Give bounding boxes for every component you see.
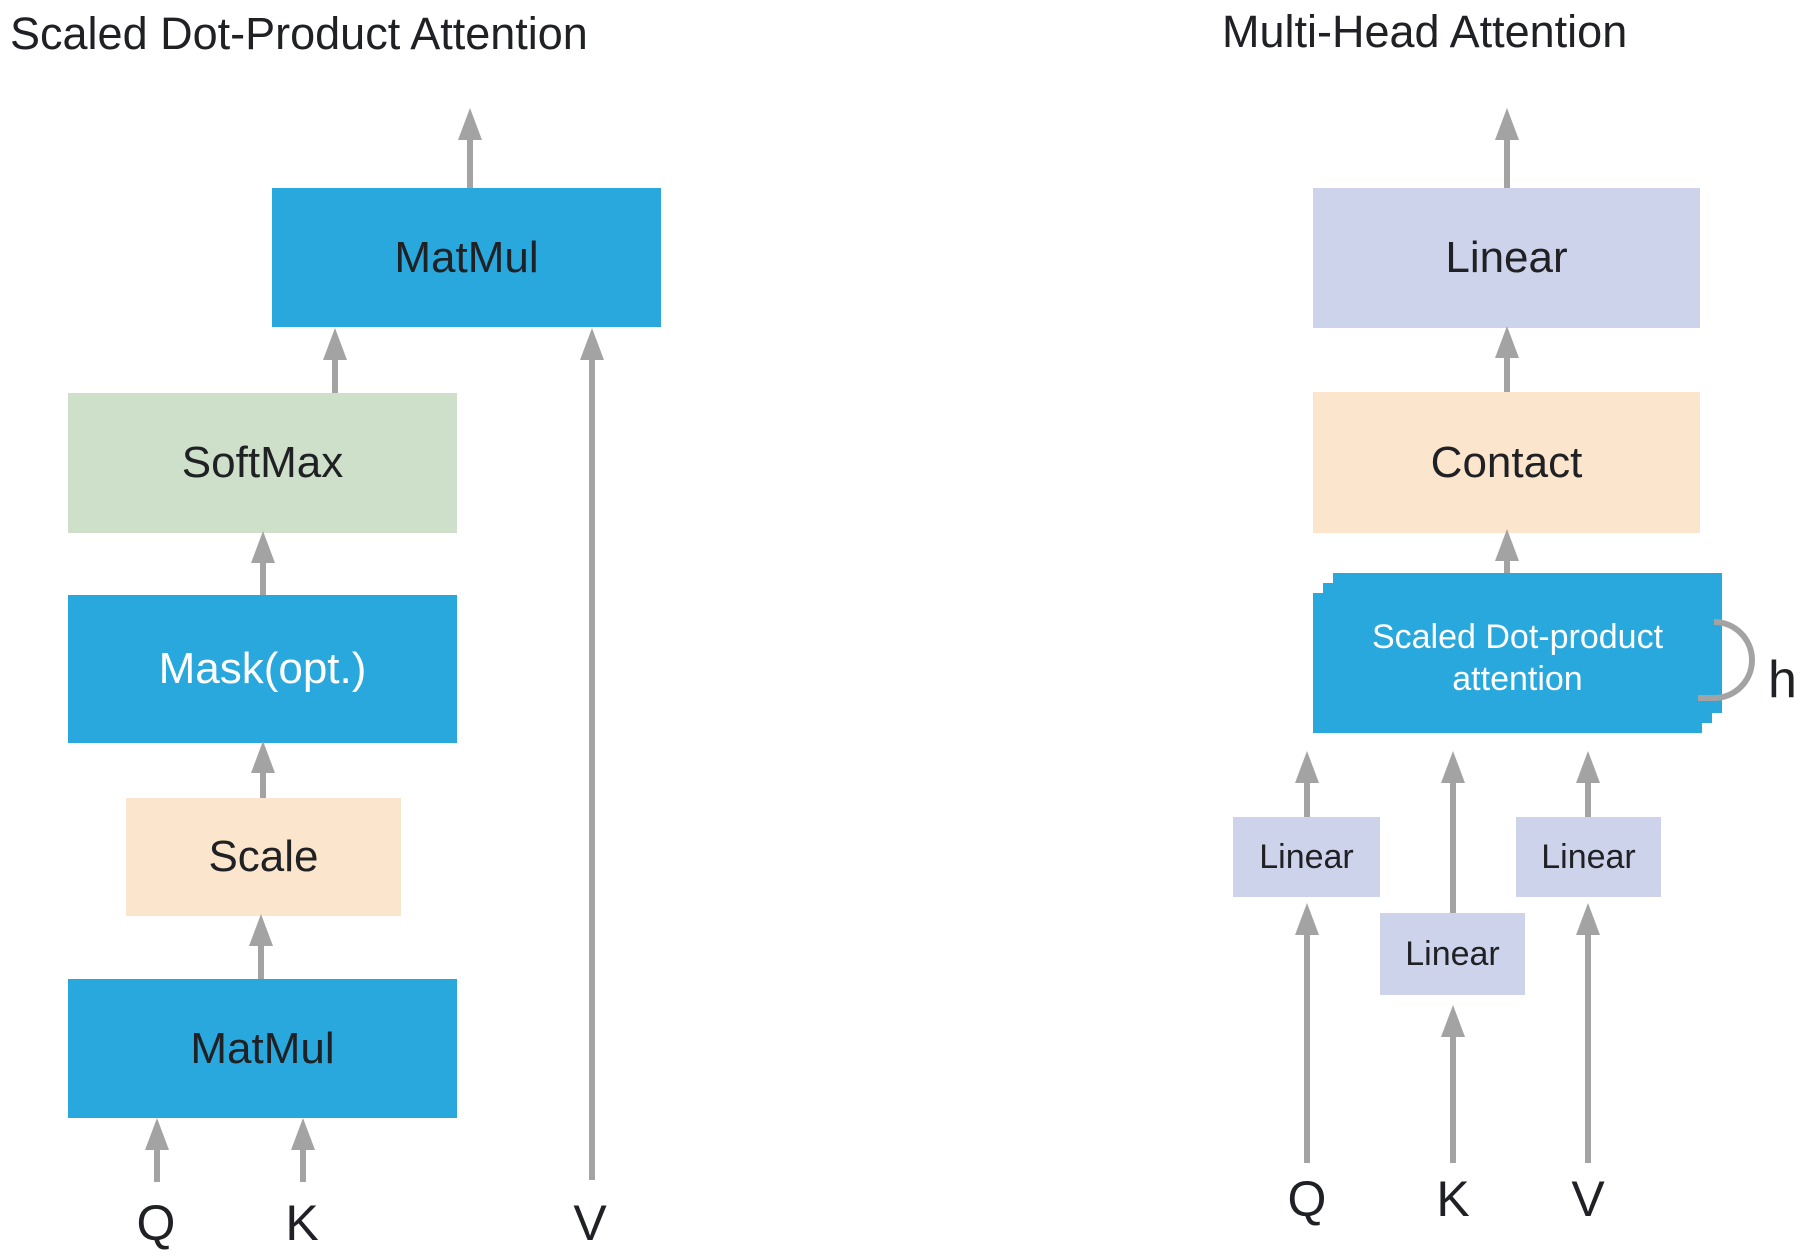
node-softmax: SoftMax bbox=[68, 393, 457, 533]
node-scale: Scale bbox=[126, 798, 401, 916]
mask-to-softmax-arrow-icon bbox=[249, 531, 277, 595]
right-k-input-arrow-icon bbox=[1439, 1005, 1467, 1163]
attention-label-line1: Scaled Dot-product bbox=[1371, 617, 1664, 656]
node-linear-k: Linear bbox=[1380, 913, 1525, 995]
node-matmul-top: MatMul bbox=[272, 188, 661, 327]
node-concat: Contact bbox=[1313, 392, 1700, 533]
right-input-label-k: K bbox=[1436, 1171, 1470, 1227]
node-mask: Mask(opt.) bbox=[68, 595, 457, 743]
right-v-input-arrow-icon bbox=[1574, 903, 1602, 1163]
q-input-arrow-icon bbox=[143, 1118, 171, 1182]
right-input-label-v: V bbox=[1571, 1171, 1605, 1227]
linear-v-to-attention-arrow-icon bbox=[1574, 751, 1602, 817]
left-input-label-v: V bbox=[573, 1195, 607, 1251]
v-input-arrow-icon bbox=[578, 328, 606, 1180]
right-diagram-title: Multi-Head Attention bbox=[1222, 6, 1628, 57]
linear-k-to-attention-arrow-icon bbox=[1439, 751, 1467, 913]
left-diagram-title: Scaled Dot-Product Attention bbox=[10, 8, 588, 59]
node-matmul-bottom: MatMul bbox=[68, 979, 457, 1118]
left-input-label-k: K bbox=[285, 1195, 319, 1251]
right-q-input-arrow-icon bbox=[1293, 903, 1321, 1163]
attention-label-line2: attention bbox=[1452, 660, 1583, 698]
head-count-label: h bbox=[1768, 651, 1797, 709]
left-input-label-q: Q bbox=[136, 1195, 176, 1251]
right-output-arrow-icon bbox=[1493, 108, 1521, 188]
scale-to-mask-arrow-icon bbox=[249, 741, 277, 798]
linear-q-to-attention-arrow-icon bbox=[1293, 751, 1321, 817]
node-scaled-dot-product-attention: Scaled Dot-product attention bbox=[1313, 583, 1722, 733]
left-output-arrow-icon bbox=[456, 108, 484, 188]
softmax-to-matmul-arrow-icon bbox=[321, 328, 349, 393]
matmul-to-scale-arrow-icon bbox=[247, 914, 275, 979]
attention-stack-sheet-front bbox=[1313, 593, 1702, 733]
right-input-label-q: Q bbox=[1287, 1171, 1327, 1227]
k-input-arrow-icon bbox=[289, 1118, 317, 1182]
attention-to-concat-arrow-icon bbox=[1493, 529, 1521, 575]
node-linear-top: Linear bbox=[1313, 188, 1700, 328]
head-count-arc-icon bbox=[1698, 619, 1755, 701]
concat-to-linear-arrow-icon bbox=[1493, 326, 1521, 392]
node-linear-v: Linear bbox=[1516, 817, 1661, 897]
node-linear-q: Linear bbox=[1233, 817, 1380, 897]
